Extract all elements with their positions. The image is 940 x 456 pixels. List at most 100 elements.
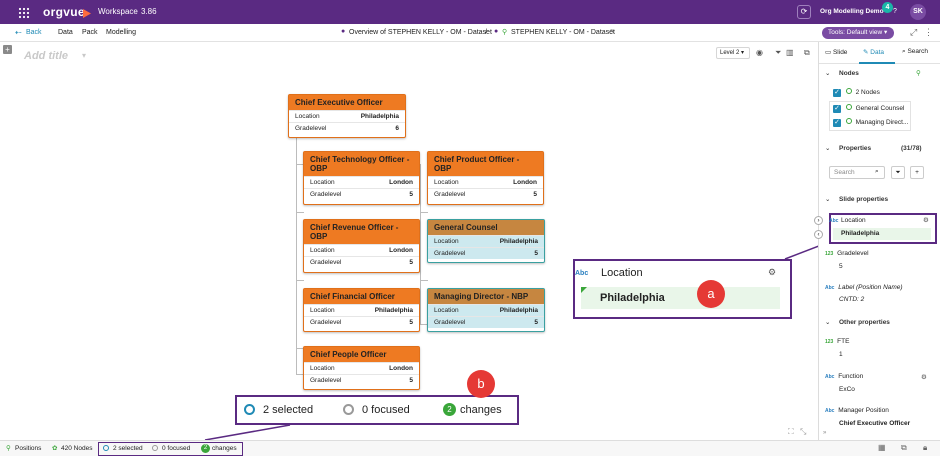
dataset-name[interactable]: Org Modelling Demo xyxy=(820,8,884,15)
tools-view-label: Tools: Default view xyxy=(828,29,883,36)
node-icon xyxy=(845,104,852,110)
node-pin-icon[interactable]: ⚲ xyxy=(916,70,921,77)
properties-collapse-icon[interactable]: ⌄ xyxy=(825,145,831,152)
user-avatar[interactable]: SK xyxy=(910,4,926,20)
filter-icon[interactable]: ⏷ xyxy=(775,48,782,57)
expand-left-icon[interactable]: › xyxy=(814,216,823,225)
add-panel-icon[interactable]: + xyxy=(3,45,12,54)
focused-count[interactable]: 0 focused xyxy=(162,445,191,452)
tab-search[interactable]: ⌕ Search xyxy=(902,48,928,56)
positions-label[interactable]: Positions xyxy=(15,445,42,452)
back-arrow-icon[interactable]: ⇠ xyxy=(15,28,22,37)
property-label-position[interactable]: Abc Label (Position Name) CNTD: 2 xyxy=(825,284,935,303)
node-summary[interactable]: ✓ 2 Nodes xyxy=(833,88,880,97)
selected-count[interactable]: 2 selected xyxy=(113,445,143,452)
positions-icon: ⚲ xyxy=(6,445,11,452)
tab-data[interactable]: ✎ Data xyxy=(863,48,884,56)
fit-view-icon[interactable]: ⛶ xyxy=(788,427,794,436)
other-props-collapse-icon[interactable]: ⌄ xyxy=(825,319,831,326)
card-field-label: Location xyxy=(310,179,335,186)
search-placeholder: Search xyxy=(834,169,855,176)
lock-icon[interactable]: 🔒︎ xyxy=(923,443,928,452)
org-chart-canvas[interactable]: + Add title ▾ Level 2 ▾ ◉ ⏷ ▥ ⧉ Chief Ex… xyxy=(0,42,818,440)
card-field-label: Location xyxy=(434,307,459,314)
changes-label[interactable]: changes xyxy=(212,445,237,452)
callout-focused: 0 focused xyxy=(362,404,410,416)
apps-grid-icon[interactable] xyxy=(18,6,30,19)
expand-icon[interactable]: ⤢ xyxy=(910,27,918,37)
checkbox-icon[interactable]: ✓ xyxy=(833,89,841,97)
property-fte[interactable]: 123 FTE 1 xyxy=(825,338,935,358)
tab-search-label: Search xyxy=(907,48,929,55)
property-function[interactable]: Abc Function ⚙ ExCo xyxy=(825,373,935,393)
property-location[interactable]: Abc Location ⚙ Philadelphia xyxy=(829,213,937,244)
focused-icon xyxy=(152,445,158,451)
more-icon[interactable]: ⋮ xyxy=(924,27,933,37)
node-item-general-counsel[interactable]: ✓ General Counsel xyxy=(833,104,904,113)
collapse-left-icon[interactable]: ‹ xyxy=(814,230,823,239)
back-link[interactable]: Back xyxy=(26,29,42,36)
menu-modelling[interactable]: Modelling xyxy=(106,29,136,36)
breadcrumb-dataset[interactable]: STEPHEN KELLY - OM - Dataset xyxy=(511,29,615,36)
card-field-label: Gradelevel xyxy=(434,319,466,326)
panel-scroll-icon[interactable]: » xyxy=(823,430,827,436)
add-title-placeholder[interactable]: Add title xyxy=(24,50,68,62)
nodes-count[interactable]: 420 Nodes xyxy=(61,445,93,452)
card-title: Chief Revenue Officer - OBP xyxy=(304,220,419,244)
nodes-collapse-icon[interactable]: ⌄ xyxy=(825,70,831,77)
workspace-label[interactable]: Workspace xyxy=(98,7,138,16)
property-manager-position[interactable]: Abc Manager Position Chief Executive Off… xyxy=(825,407,939,427)
level-select[interactable]: Level 2 ▾ xyxy=(716,47,750,59)
slide-icon: ▭ xyxy=(825,49,832,56)
palette-icon[interactable]: ◉ xyxy=(756,48,763,57)
checkbox-icon[interactable]: ✓ xyxy=(833,119,841,127)
grid-view-icon[interactable]: ▦ xyxy=(878,443,886,452)
property-value-box[interactable]: Philadelphia xyxy=(833,228,931,240)
property-type-badge: 123 xyxy=(825,339,834,345)
property-edit-icon[interactable]: ⚙ xyxy=(923,217,929,224)
property-gradelevel[interactable]: 123 Gradelevel 5 xyxy=(825,250,935,270)
card-field-label: Location xyxy=(295,113,320,120)
refresh-icon[interactable]: ⟳ xyxy=(797,5,811,19)
filter-button[interactable]: ⏷ xyxy=(891,166,905,179)
properties-search-input[interactable]: Search ⌕ xyxy=(829,166,885,179)
card-field-value: 5 xyxy=(534,319,538,326)
card-field-value: 6 xyxy=(395,125,399,132)
other-properties-header: Other properties xyxy=(839,319,890,326)
menu-data[interactable]: Data xyxy=(58,29,73,36)
focused-icon xyxy=(343,404,354,415)
slide-props-collapse-icon[interactable]: ⌄ xyxy=(825,196,831,203)
breadcrumb-overview[interactable]: Overview of STEPHEN KELLY - OM - Dataset xyxy=(349,29,492,36)
copy-icon[interactable]: ⧉ xyxy=(901,443,907,452)
property-edit-icon[interactable]: ⚙ xyxy=(921,374,927,381)
node-item-managing-director[interactable]: ✓ Managing Direct... xyxy=(833,118,908,127)
sync-icon[interactable]: ⟲ xyxy=(608,29,614,36)
help-icon[interactable]: ? xyxy=(893,8,897,15)
selected-icon xyxy=(103,445,109,451)
card-field-value: 5 xyxy=(409,259,413,266)
notification-badge[interactable]: 4 xyxy=(882,2,893,13)
card-title: Chief Technology Officer - OBP xyxy=(304,152,419,176)
zoom-icon[interactable]: ⤡ xyxy=(800,427,807,436)
checkbox-icon[interactable]: ✓ xyxy=(833,105,841,113)
columns-icon[interactable]: ▥ xyxy=(786,48,794,57)
title-chevron-icon: ▾ xyxy=(82,51,87,60)
add-property-button[interactable]: + xyxy=(910,166,924,179)
property-value: CNTD: 2 xyxy=(839,296,865,303)
version-label: 3.86 xyxy=(141,7,157,16)
connector-line xyxy=(296,136,297,374)
property-label: Label (Position Name) xyxy=(838,284,903,291)
brand-logo[interactable]: orgvue xyxy=(43,5,85,19)
tab-slide[interactable]: ▭ Slide xyxy=(825,48,847,56)
menu-pack[interactable]: Pack xyxy=(82,29,98,36)
tools-view-button[interactable]: Tools: Default view ▾ xyxy=(822,27,894,39)
popout-icon[interactable]: ⧉ xyxy=(804,48,810,57)
